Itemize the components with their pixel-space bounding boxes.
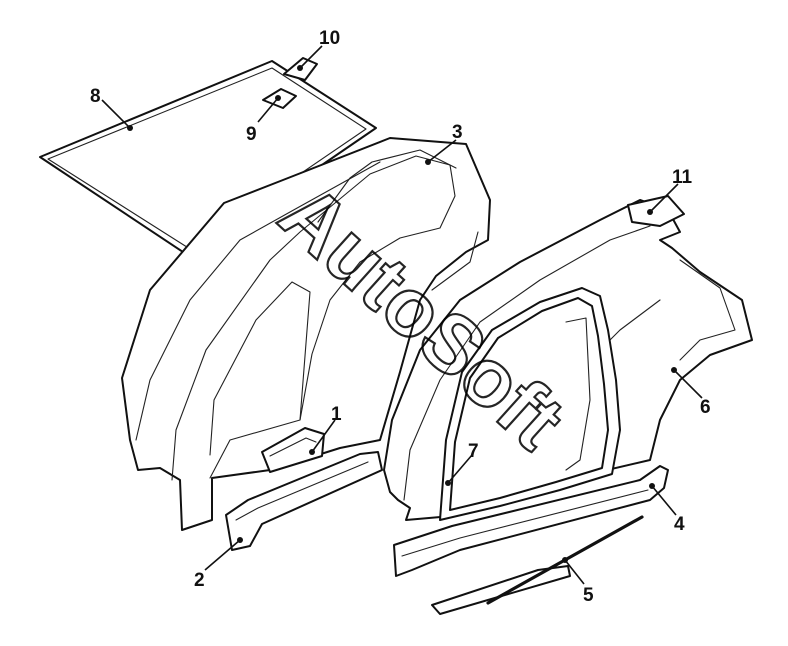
callout-labels: 1 2 3 4 5 6 7 8 9 10 11	[90, 28, 711, 606]
left-outer-body-side	[121, 137, 491, 531]
left-rocker-panel	[225, 451, 383, 551]
callout-7: 7	[468, 441, 479, 462]
roof-panel	[39, 60, 377, 257]
callout-9: 9	[246, 124, 257, 145]
callout-2: 2	[194, 570, 205, 591]
callout-5: 5	[583, 585, 594, 606]
callout-6: 6	[700, 397, 711, 418]
callout-8: 8	[90, 86, 101, 107]
door-opening-weatherstrip	[439, 287, 621, 521]
callout-3: 3	[452, 122, 463, 143]
callout-leaders	[101, 45, 703, 585]
roof-rail-insert	[627, 195, 685, 227]
right-rocker-panel	[393, 465, 669, 577]
callout-1: 1	[331, 404, 342, 425]
callout-4: 4	[674, 514, 685, 535]
sill-reinforcement	[261, 427, 325, 473]
callout-10: 10	[319, 28, 340, 49]
callout-11: 11	[672, 167, 693, 188]
